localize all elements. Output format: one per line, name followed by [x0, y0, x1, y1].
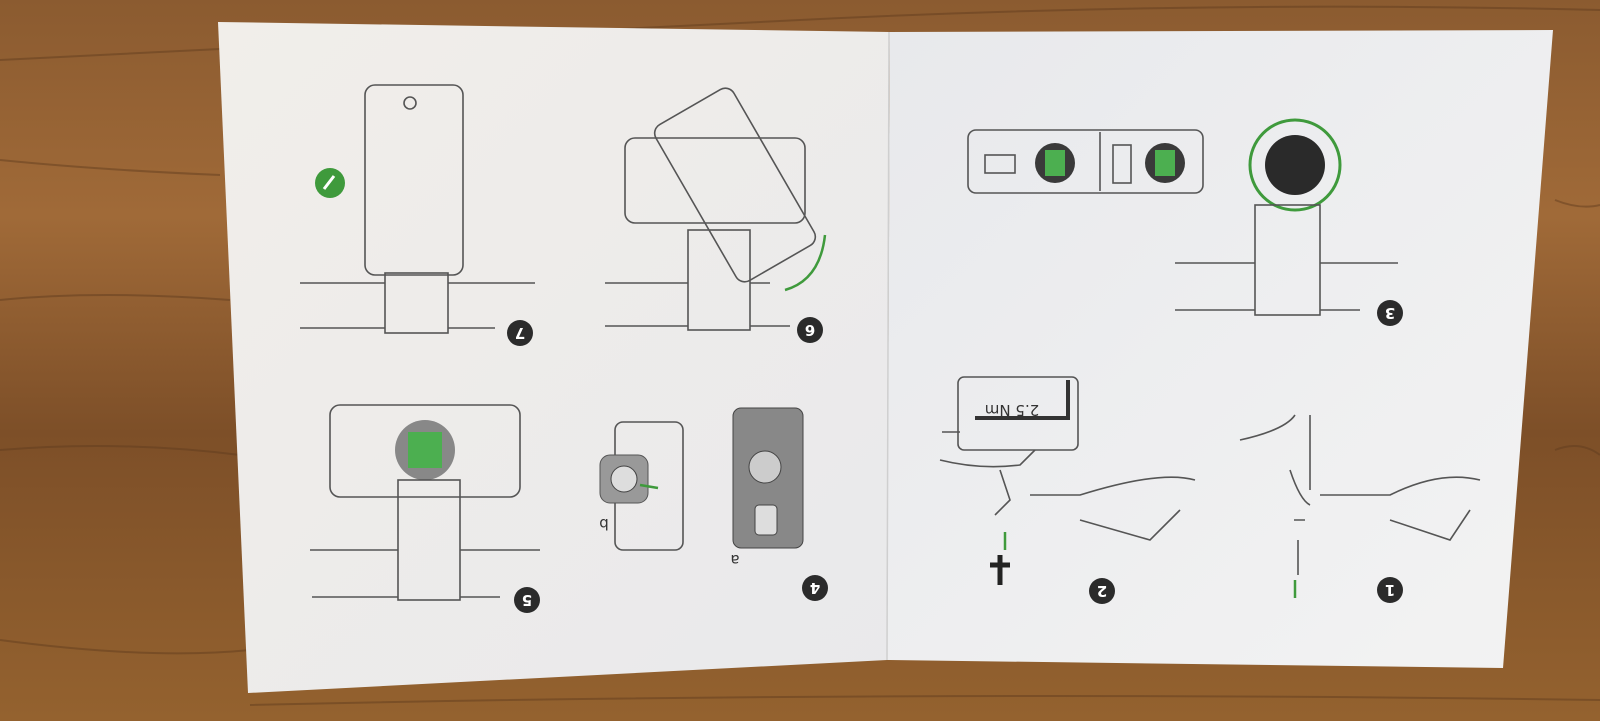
- hex-key-icon: [975, 380, 1070, 420]
- step-badge-3: 3: [1377, 300, 1403, 326]
- svg-text:4: 4: [810, 579, 820, 597]
- step-badge-6: 6: [797, 317, 823, 343]
- svg-text:5: 5: [522, 591, 532, 609]
- step-1-illustration: [1239, 414, 1481, 598]
- svg-text:1: 1: [1385, 581, 1395, 599]
- step-badge-7: 7: [507, 320, 533, 346]
- step-7-illustration: [300, 84, 535, 334]
- sub-step-b-label: b: [599, 515, 609, 533]
- svg-text:6: 6: [805, 321, 815, 339]
- step-5-illustration: [310, 404, 540, 601]
- step-6-illustration: [605, 87, 827, 331]
- fold-line: [886, 31, 890, 661]
- svg-text:3: 3: [1385, 304, 1395, 322]
- step-badge-5: 5: [514, 587, 540, 613]
- step-badge-4: 4: [802, 575, 828, 601]
- step-4-illustration: [599, 407, 804, 551]
- step-3-illustration: [967, 118, 1398, 316]
- rotate-arrow-icon: [784, 234, 827, 292]
- step-badge-2: 2: [1089, 578, 1115, 604]
- step-badge-1: 1: [1377, 577, 1403, 603]
- torque-label: 2.5 Nm: [985, 401, 1039, 419]
- right-page: [887, 30, 1553, 668]
- left-page: [218, 22, 890, 693]
- rotate-arrow-icon: [1248, 118, 1342, 212]
- svg-text:2: 2: [1097, 582, 1107, 600]
- svg-text:7: 7: [515, 324, 525, 342]
- sub-step-a-label: a: [730, 551, 739, 569]
- step-2-illustration: [939, 376, 1196, 585]
